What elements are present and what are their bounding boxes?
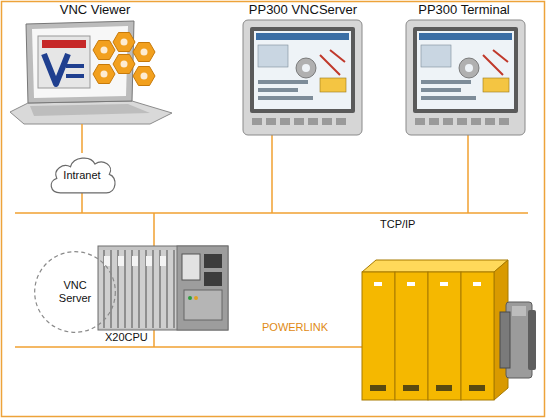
network-link <box>81 124 83 153</box>
node-label: X20CPU <box>105 331 148 344</box>
node-label: Intranet <box>63 169 100 182</box>
server-circle: VNC Server <box>33 250 117 334</box>
cloud-node: Intranet <box>46 153 118 197</box>
panel-node: PP300 VNCServer <box>240 3 366 134</box>
drive-illustration <box>362 260 508 400</box>
panel-node: PP300 Terminal <box>403 3 525 134</box>
node-label: VNC Server <box>47 279 103 304</box>
device-title: PP300 Terminal <box>418 3 510 18</box>
panel-illustration <box>406 20 525 135</box>
panel-illustration <box>243 20 362 135</box>
laptop-node: VNC Viewer <box>15 3 175 124</box>
device-title: PP300 VNCServer <box>249 3 357 18</box>
cpu-node: X20CPU <box>88 240 233 344</box>
cpu-illustration <box>98 246 228 330</box>
device-title: VNC Viewer <box>60 3 131 18</box>
laptop-illustration <box>10 21 172 124</box>
bus-label: POWERLINK <box>262 321 328 334</box>
motor-illustration <box>500 302 536 378</box>
bus-label: TCP/IP <box>380 218 415 231</box>
